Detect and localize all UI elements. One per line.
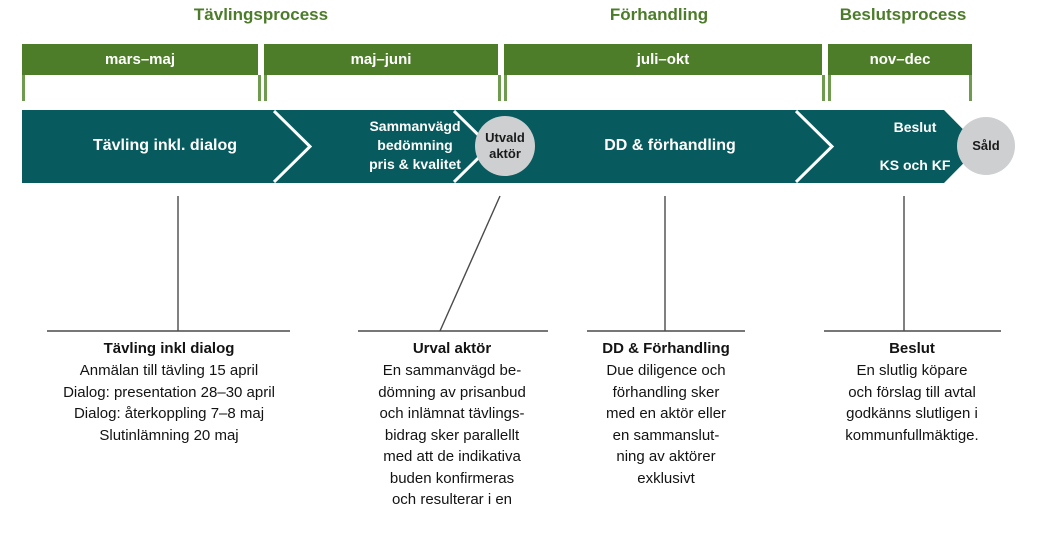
stage-label-line: Sammanvägd (369, 118, 461, 134)
month-cell: maj–juni (264, 44, 498, 75)
callout-line: ning av aktörer (616, 448, 716, 466)
stage-label-line: Beslut (893, 119, 937, 135)
callout-line: exklusivt (637, 469, 695, 487)
callout-line: förhandling sker (612, 383, 720, 401)
month-divider-stem (822, 75, 825, 101)
callout-line: bidrag sker parallellt (384, 426, 520, 444)
callout-line: och inlämnat tävlings- (379, 405, 525, 423)
stage-label-line: DD & förhandling (604, 137, 736, 154)
stage-label-line: pris & kvalitet (369, 155, 461, 172)
callout-block: Beslut En slutlig köpare och förslag till … (816, 338, 1008, 446)
callout-line: Anmälan till tävling 15 april (79, 362, 259, 380)
callout-line: dömning av prisanbud (378, 383, 526, 401)
month-divider-stem (828, 75, 831, 101)
month-cell: juli–okt (504, 44, 822, 75)
stage-label: Tävling inkl. dialog (40, 136, 290, 156)
callout-line: godkänns slutligen i (846, 405, 978, 423)
month-cell: mars–maj (22, 44, 258, 75)
stage-label: Beslut KS och KF (852, 118, 978, 175)
phase-caption: Tävlingsprocess (193, 5, 329, 24)
callout-line: kommunfullmäktige. (845, 426, 979, 444)
callout-leader-line (439, 195, 501, 332)
callout-title: DD & Förhandling (602, 340, 730, 357)
callout-line: och resulterar i en (391, 491, 513, 509)
callout-line: buden konfirmeras (389, 469, 515, 487)
callout-line: En sammanvägd be- (382, 362, 522, 380)
month-divider-stem (504, 75, 507, 101)
callout-line: Dialog: presentation 28–30 april (63, 383, 275, 401)
stage-label-line: Tävling inkl. dialog (92, 137, 237, 154)
month-divider-stem (264, 75, 267, 101)
callout-line: och förslag till avtal (848, 383, 976, 401)
callout-line: Slutinlämning 20 maj (99, 426, 239, 444)
month-divider-stem (258, 75, 261, 101)
callout-line: en sammanslut- (612, 426, 720, 444)
month-divider-stem (22, 75, 25, 101)
callout-line: Dialog: återkoppling 7–8 maj (73, 405, 265, 423)
callout-title: Urval aktör (412, 340, 492, 357)
callout-block: Urval aktör En sammanvägd be-dömning av p… (352, 338, 552, 511)
month-cell: nov–dec (828, 44, 972, 75)
callout-title: Tävling inkl dialog (103, 340, 235, 357)
phase-caption: Beslutsprocess (839, 5, 967, 24)
chevron-separator-1 (272, 110, 313, 183)
callout-line: med en aktör eller (605, 405, 727, 423)
chevron-separator-3 (794, 110, 835, 183)
stage-label-line: KS och KF (879, 156, 951, 173)
milestone-node: Såld (957, 117, 1015, 175)
callout-line: Due diligence och (606, 362, 726, 380)
stage-label-line: bedömning (377, 136, 453, 153)
callout-line: med att de indikativa (383, 448, 521, 466)
month-divider-stem (498, 75, 501, 101)
phase-caption: Förhandling (609, 5, 709, 24)
month-divider-stem (969, 75, 972, 101)
callout-title: Beslut (889, 340, 935, 357)
stage-label: DD & förhandling (560, 136, 780, 156)
stage-label: Sammanvägd bedömning pris & kvalitet (345, 117, 485, 174)
callout-line: En slutlig köpare (856, 362, 968, 380)
milestone-node-label: Såld (972, 138, 1000, 154)
